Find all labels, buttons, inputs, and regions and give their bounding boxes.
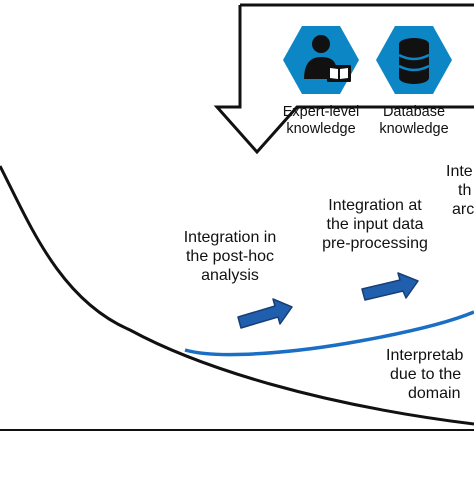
post-hoc-line-3: analysis — [201, 267, 259, 285]
database-label-line-2: knowledge — [379, 121, 449, 138]
interpretability-line-2: due to the — [390, 366, 462, 384]
arrow-2 — [361, 272, 419, 301]
expert-with-book-icon — [304, 35, 351, 82]
interpretability-label: Interpretab due to the domain — [386, 346, 474, 404]
post-hoc-label: Integration in the post-hoc analysis — [164, 228, 296, 286]
arrow-1 — [237, 298, 293, 329]
input-data-line-3: pre-processing — [322, 235, 428, 253]
blue-interpretability-curve — [184, 310, 474, 357]
architecture-line-2: th — [458, 182, 472, 200]
expert-label: Expert-level knowledge — [266, 104, 376, 139]
expert-label-line-1: Expert-level — [282, 104, 360, 120]
architecture-line-1: Inte — [446, 163, 473, 180]
interpretability-line-1: Interpretab — [386, 347, 464, 364]
database-hexagon — [376, 26, 452, 94]
input-data-line-1: Integration at — [328, 197, 422, 214]
expert-label-line-2: knowledge — [286, 121, 356, 138]
database-label-line-1: Database — [382, 104, 446, 120]
input-data-label: Integration at the input data pre-proces… — [306, 196, 444, 254]
architecture-line-3: arc — [452, 201, 474, 219]
post-hoc-line-2: the post-hoc — [185, 248, 275, 266]
database-cylinder-icon — [398, 38, 430, 84]
interpretability-line-3: domain — [408, 385, 461, 403]
input-data-line-2: the input data — [326, 216, 424, 234]
architecture-label: Inte th arc — [440, 162, 474, 220]
database-label: Database knowledge — [366, 104, 462, 139]
black-decline-curve — [0, 165, 474, 426]
post-hoc-line-1: Integration in — [183, 229, 277, 246]
expert-hexagon — [283, 26, 359, 94]
